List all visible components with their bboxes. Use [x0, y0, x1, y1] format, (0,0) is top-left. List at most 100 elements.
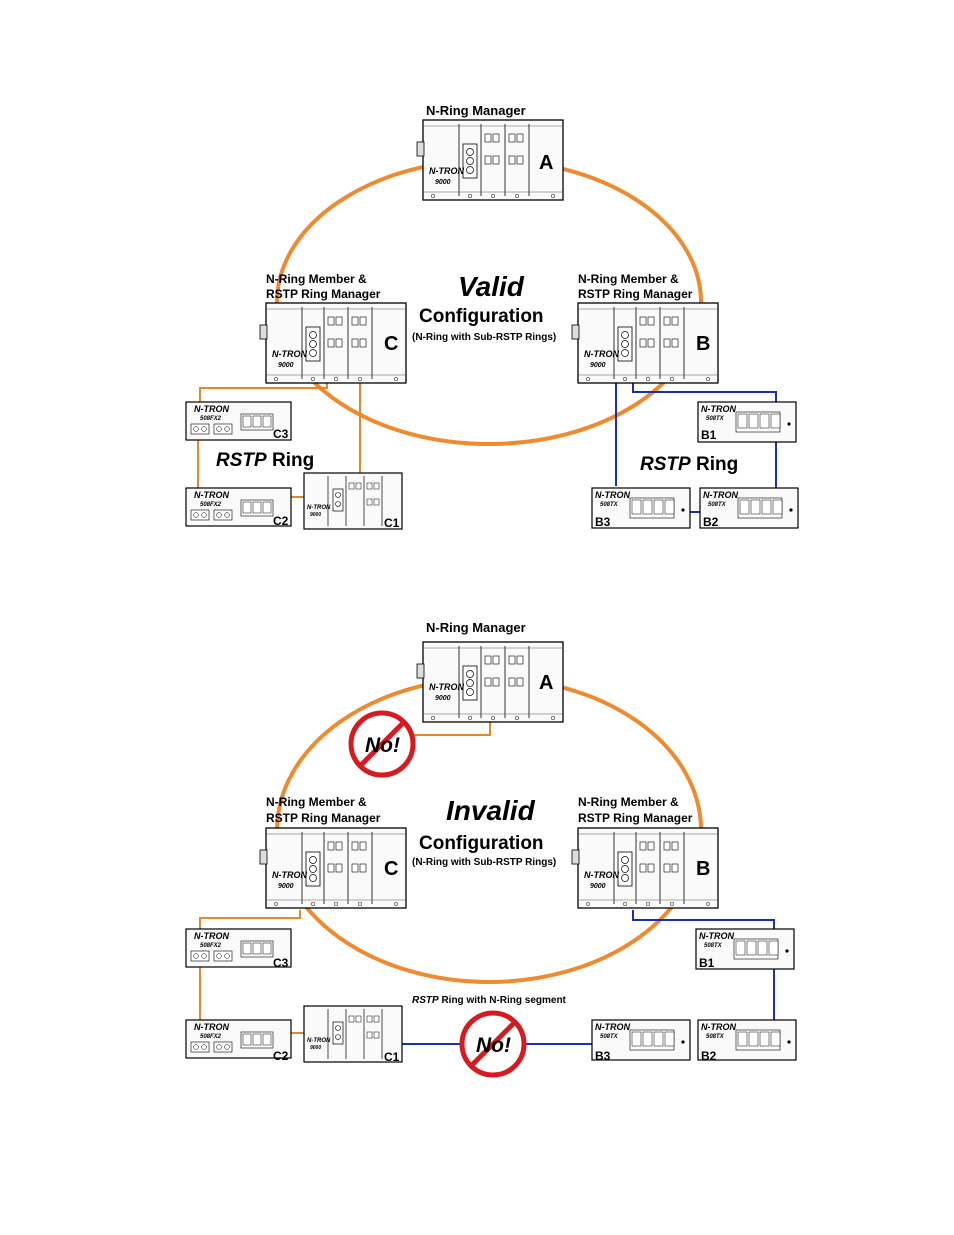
valid-node-b3: N-TRON 508TX B3 — [591, 487, 691, 529]
brand-logo: N-TRON — [429, 682, 464, 692]
valid-switch-c: N-TRON 9000 C — [259, 302, 407, 384]
brand-logo: N-TRON — [429, 166, 464, 176]
valid-diagram: N-TRON 9000 A N-Ring Manager N-TRON 9000… — [185, 103, 799, 530]
model-label: 508TX — [708, 502, 727, 508]
invalid-node-c1: N-TRON 9000 C1 — [303, 1005, 403, 1064]
node-c3-label: C3 — [273, 956, 289, 970]
brand-logo: N-TRON — [584, 870, 619, 880]
model-label: 508TX — [706, 416, 725, 422]
invalid-rstp-left-cable — [199, 910, 305, 1034]
valid-node-c3: N-TRON 508FX2 C3 — [185, 401, 292, 441]
model-label: 508FX2 — [200, 502, 222, 508]
node-c1-label: C1 — [384, 1050, 400, 1064]
node-c2-label: C2 — [273, 1049, 289, 1063]
invalid-switch-c: N-TRON 9000 C — [259, 827, 407, 909]
valid-manager-label: N-Ring Manager — [426, 103, 526, 118]
model-label: 9000 — [310, 512, 321, 518]
brand-logo: N-TRON — [595, 1022, 630, 1032]
invalid-member-b-line2: RSTP Ring Manager — [578, 811, 693, 825]
valid-switch-a: N-TRON 9000 A — [416, 119, 564, 201]
brand-logo: N-TRON — [701, 404, 736, 414]
model-label: 9000 — [310, 1045, 321, 1051]
node-b2-label: B2 — [703, 515, 719, 529]
valid-member-c-line2: RSTP Ring Manager — [266, 287, 381, 301]
brand-logo: N-TRON — [194, 404, 229, 414]
invalid-switch-a: N-TRON 9000 A — [416, 641, 564, 723]
model-label: 9000 — [278, 883, 294, 890]
model-label: 508FX2 — [200, 943, 222, 949]
switch-c-label: C — [384, 858, 398, 880]
brand-logo: N-TRON — [307, 1038, 331, 1044]
node-b1-label: B1 — [701, 428, 717, 442]
brand-logo: N-TRON — [194, 1022, 229, 1032]
valid-rstp-left-cable — [199, 383, 328, 403]
node-c3-label: C3 — [273, 427, 289, 441]
valid-nring-cable — [275, 158, 703, 446]
brand-logo: N-TRON — [701, 1022, 736, 1032]
model-label: 9000 — [278, 362, 294, 369]
invalid-manager-label: N-Ring Manager — [426, 620, 526, 635]
brand-logo: N-TRON — [307, 505, 331, 511]
model-label: 508TX — [704, 943, 723, 949]
model-label: 508FX2 — [200, 416, 222, 422]
invalid-no-sign-top: No! — [348, 710, 416, 778]
no-sign-text: No! — [365, 734, 400, 757]
model-label: 9000 — [435, 179, 451, 186]
brand-logo: N-TRON — [272, 870, 307, 880]
invalid-switch-b: N-TRON 9000 B — [571, 827, 719, 909]
valid-node-b1: N-TRON 508TX B1 — [697, 401, 797, 443]
model-label: 9000 — [590, 883, 606, 890]
valid-switch-b: N-TRON 9000 B — [571, 302, 719, 384]
invalid-node-c2: N-TRON 508FX2 C2 — [185, 1019, 292, 1063]
valid-member-b-line1: N-Ring Member & — [578, 272, 679, 286]
model-label: 508TX — [600, 1034, 619, 1040]
model-label: 9000 — [590, 362, 606, 369]
invalid-title-line2: Configuration — [419, 833, 544, 854]
switch-c-label: C — [384, 333, 398, 355]
model-label: 508TX — [600, 502, 619, 508]
valid-rstp-right-cable-2 — [690, 440, 777, 513]
brand-logo: N-TRON — [272, 349, 307, 359]
valid-node-b2: N-TRON 508TX B2 — [699, 487, 799, 529]
invalid-member-b-line1: N-Ring Member & — [578, 795, 679, 809]
invalid-diagram: N-TRON 9000 A N-Ring Manager N-TRON 9000… — [185, 620, 797, 1078]
node-c1-label: C1 — [384, 516, 400, 530]
invalid-title: Invalid — [446, 795, 536, 826]
valid-node-c2: N-TRON 508FX2 C2 — [185, 487, 292, 528]
invalid-node-b2: N-TRON 508TX B2 — [697, 1019, 797, 1063]
brand-logo: N-TRON — [584, 349, 619, 359]
node-b1-label: B1 — [699, 956, 715, 970]
brand-logo: N-TRON — [595, 490, 630, 500]
brand-logo: N-TRON — [699, 931, 734, 941]
node-b3-label: B3 — [595, 1049, 611, 1063]
valid-rstp-right-cable — [615, 383, 777, 486]
valid-member-c-line1: N-Ring Member & — [266, 272, 367, 286]
brand-logo: N-TRON — [703, 490, 738, 500]
valid-member-b-line2: RSTP Ring Manager — [578, 287, 693, 301]
invalid-segment-label: RSTP Ring with N-Ring segment — [412, 995, 567, 1006]
invalid-member-c-line1: N-Ring Member & — [266, 795, 367, 809]
valid-rstp-right-label: RSTP Ring — [640, 454, 738, 475]
node-b3-label: B3 — [595, 515, 611, 529]
invalid-no-sign-bottom: No! — [459, 1010, 527, 1078]
brand-logo: N-TRON — [194, 490, 229, 500]
switch-a-label: A — [539, 672, 553, 694]
model-label: 9000 — [435, 695, 451, 702]
no-sign-text: No! — [476, 1034, 511, 1057]
invalid-node-b3: N-TRON 508TX B3 — [591, 1019, 691, 1063]
invalid-rstp-right-cable — [632, 910, 775, 1020]
valid-subtitle: (N-Ring with Sub-RSTP Rings) — [412, 332, 556, 343]
node-b2-label: B2 — [701, 1049, 717, 1063]
model-label: 508TX — [706, 1034, 725, 1040]
invalid-node-b1: N-TRON 508TX B1 — [695, 928, 795, 970]
valid-title-line2: Configuration — [419, 306, 544, 327]
brand-logo: N-TRON — [194, 931, 229, 941]
invalid-node-c3: N-TRON 508FX2 C3 — [185, 928, 292, 970]
model-label: 508FX2 — [200, 1034, 222, 1040]
node-c2-label: C2 — [273, 514, 289, 528]
switch-b-label: B — [696, 333, 710, 355]
invalid-member-c-line2: RSTP Ring Manager — [266, 811, 381, 825]
valid-title: Valid — [458, 271, 525, 302]
invalid-subtitle: (N-Ring with Sub-RSTP Rings) — [412, 857, 556, 868]
